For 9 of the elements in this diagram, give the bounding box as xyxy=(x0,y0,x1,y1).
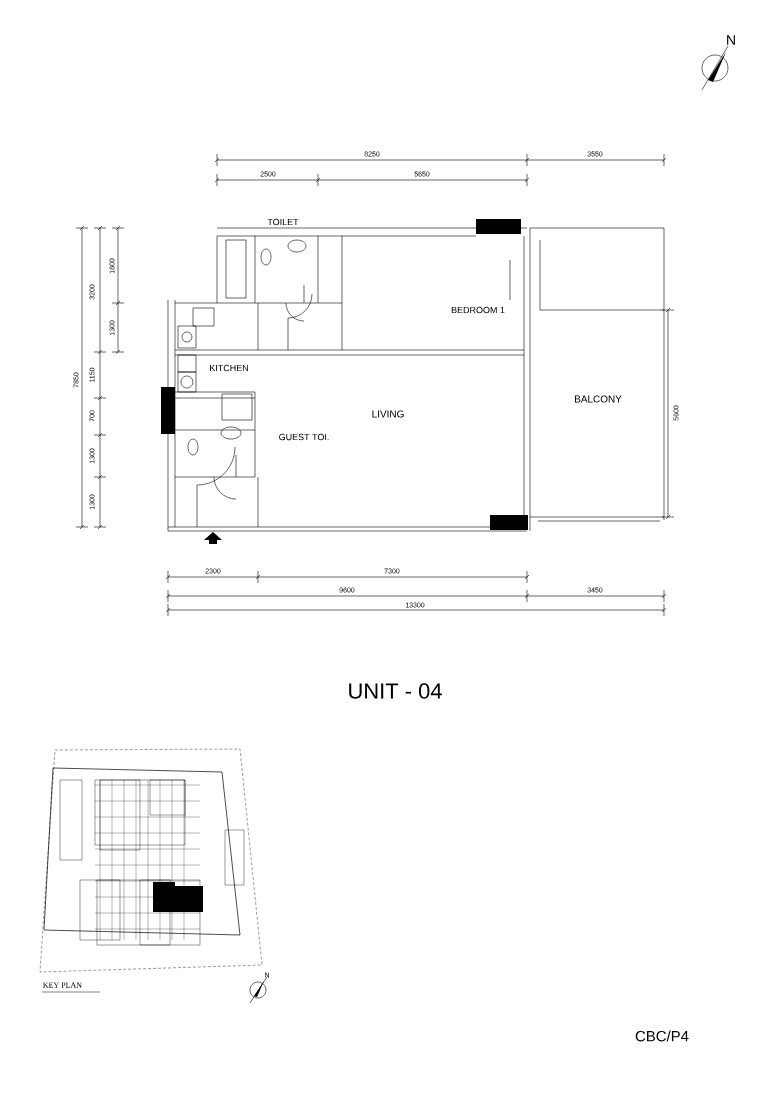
room-label: BEDROOM 1 xyxy=(451,306,505,314)
room-label: LIVING xyxy=(372,410,404,418)
room-label: BALCONY xyxy=(575,395,622,403)
room-label: TOILET xyxy=(267,218,299,226)
room-label: KITCHEN xyxy=(210,364,248,372)
north-label: N xyxy=(727,35,735,45)
room-label: GUEST TOI. xyxy=(279,433,329,441)
drawing-number: CBC/P4 xyxy=(635,1030,689,1042)
title: UNIT - 04 xyxy=(349,683,442,699)
